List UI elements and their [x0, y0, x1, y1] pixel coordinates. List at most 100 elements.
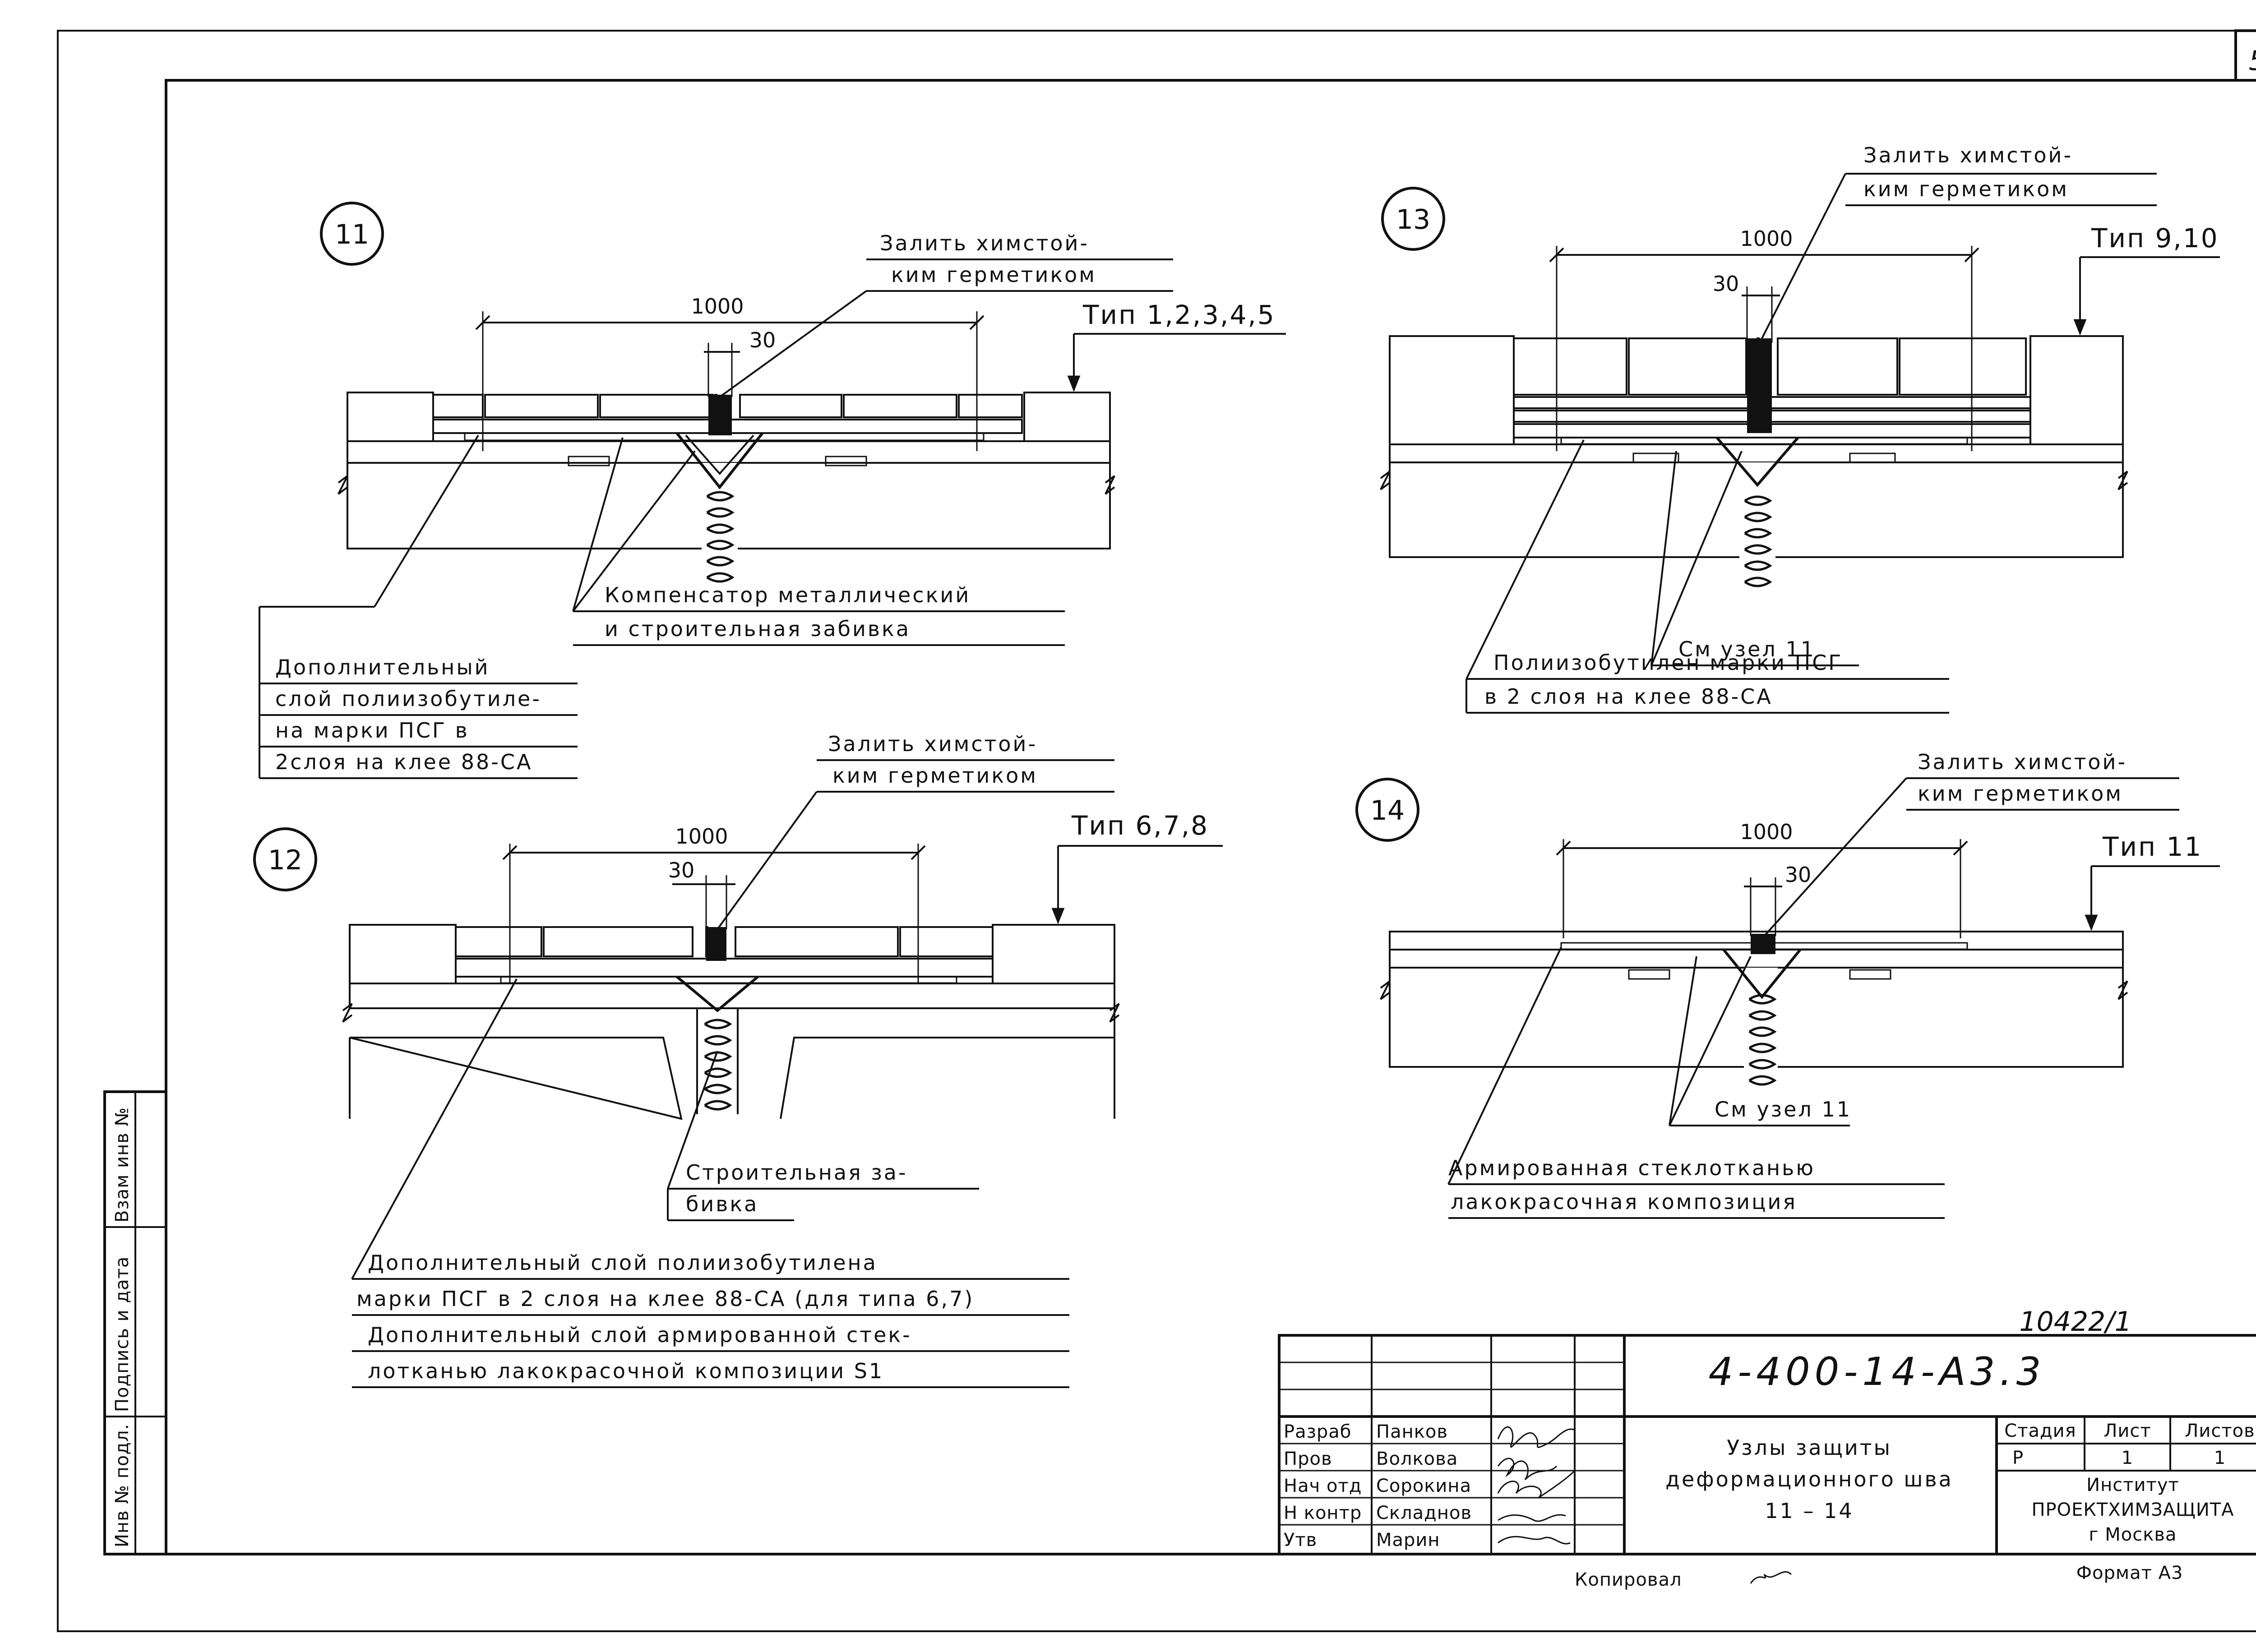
sheet-header: Лист — [2103, 1421, 2151, 1441]
title-line-3: 11 – 14 — [1765, 1499, 1854, 1523]
sheets-value: 1 — [2214, 1448, 2226, 1468]
node-12-sealant-note-1: Залить химстой- — [828, 732, 1037, 756]
outer-border — [57, 30, 2256, 1632]
node-14-dim-joint: 30 — [1785, 863, 1812, 887]
node-12-insulation-left — [349, 924, 457, 984]
node-11-sealant-note-1: Залить химстой- — [880, 231, 1089, 255]
node-12-compensator — [676, 975, 759, 1012]
node-12-layer-note-1: Дополнительный слой полиизобутилена — [368, 1251, 878, 1275]
node-13-number: 13 — [1396, 204, 1430, 235]
node-13-ref-note: См узел 11 — [1678, 637, 1816, 661]
node-12-dim-total: 1000 — [675, 824, 728, 849]
org-line-2: ПРОЕКТХИМЗАЩИТА — [2031, 1500, 2234, 1520]
node-14-compensator — [1722, 949, 1802, 999]
node-12-slab — [349, 1007, 1115, 1120]
name-4: Складнов — [1376, 1503, 1472, 1523]
node-11-number: 11 — [335, 219, 369, 250]
node-13-type: Тип 9,10 — [2091, 223, 2219, 254]
node-11-sealant — [708, 395, 732, 435]
node-11-sealant-note-2: ким герметиком — [891, 263, 1096, 287]
node-13-dim-joint: 30 — [1713, 272, 1739, 296]
drawing-code: 4-400-14-А3.3 — [1709, 1349, 2046, 1394]
node-12-type: Тип 6,7,8 — [1071, 810, 1209, 841]
stage-header: Стадия — [2004, 1421, 2076, 1441]
node-11-type: Тип 1,2,3,4,5 — [1082, 300, 1276, 330]
node-13-insulation-left — [1389, 335, 1515, 445]
node-13-layer-note-2: в 2 слоя на клее 88-СА — [1484, 684, 1773, 709]
node-12-layer-note-3: Дополнительный слой армированной стек- — [368, 1323, 912, 1347]
node-12-layer-note-4: лотканью лакокрасочной композиции S1 — [368, 1359, 884, 1383]
node-13-layer-note-1: Полиизобутилен марки ПСГ — [1493, 651, 1843, 675]
role-5: Утв — [1284, 1530, 1317, 1550]
archive-number: 10422/1 — [2019, 1306, 2131, 1338]
node-14-sealant — [1751, 934, 1775, 954]
node-11: 11 1000 30 — [259, 202, 1286, 779]
format-label: Формат А3 — [2076, 1563, 2183, 1583]
node-14-marker — [1355, 778, 1419, 842]
node-11-layer-note-1: Дополнительный — [275, 655, 490, 679]
org-line-1: Институт — [2086, 1475, 2179, 1495]
title-line-2: деформационного шва — [1665, 1467, 1953, 1491]
sheet-value: 1 — [2122, 1448, 2133, 1468]
node-12-sealant — [706, 927, 726, 961]
name-5: Марин — [1376, 1530, 1440, 1550]
node-12-filler-note-2: бивка — [686, 1192, 758, 1216]
node-12-number: 12 — [268, 844, 302, 876]
node-13-sealant-note-2: ким герметиком — [1863, 177, 2069, 201]
node-12-dim-joint: 30 — [668, 858, 695, 882]
node-14-ref-note: См узел 11 — [1715, 1097, 1852, 1121]
node-14: 14 1000 30 Тип 11 Залить химстой- ким ге… — [1355, 750, 2220, 1219]
role-1: Разраб — [1284, 1421, 1351, 1442]
sheets-header: Листов — [2185, 1421, 2255, 1441]
node-14-dim-total: 1000 — [1740, 820, 1793, 844]
org-line-3: г Москва — [2089, 1524, 2177, 1545]
node-12: 12 1000 30 Тип 6,7,8 Залить хи — [253, 732, 1223, 1388]
node-12-screed — [349, 983, 1115, 1009]
name-2: Волкова — [1376, 1449, 1458, 1469]
sheet-number: 52 — [2249, 45, 2256, 77]
node-11-layer-note-3: на марки ПСГ в — [275, 718, 469, 743]
signatures — [1497, 1426, 1576, 1545]
node-14-layer-note-1: Армированная стеклотканью — [1448, 1156, 1815, 1180]
node-11-compensator — [675, 432, 764, 489]
node-13: 13 1000 30 Тип 9,10 З — [1380, 143, 2220, 714]
title-block: 10422/1 4-400-14-А3.3 Разраб Пров Нач от… — [1278, 1306, 2256, 1590]
node-12-marker — [253, 827, 317, 891]
node-11-dim-total: 1000 — [691, 294, 744, 318]
node-14-sealant-note-1: Залить химстой- — [1918, 750, 2127, 774]
side-stamp: Инв № подл. Подпись и дата Взам инв № — [103, 1090, 167, 1555]
node-11-marker — [320, 202, 384, 266]
node-14-layer-note-2: лакокрасочная композиция — [1451, 1190, 1797, 1214]
node-11-insulation-left — [347, 392, 434, 442]
role-2: Пров — [1284, 1449, 1332, 1469]
role-4: Н контр — [1284, 1503, 1362, 1523]
name-3: Сорокина — [1376, 1476, 1471, 1496]
copied-label: Копировал — [1575, 1569, 1682, 1590]
stamp-signature-label: Подпись и дата — [112, 1256, 133, 1412]
role-3: Нач отд — [1284, 1476, 1362, 1496]
node-13-dim-total: 1000 — [1740, 226, 1793, 251]
node-13-screed — [1389, 443, 2124, 463]
node-11-compensator-note-1: Компенсатор металлический — [605, 583, 971, 607]
name-1: Панков — [1376, 1421, 1448, 1442]
stage-value: Р — [2012, 1448, 2024, 1468]
node-12-sealant-note-2: ким герметиком — [832, 763, 1038, 788]
stamp-replace-label: Взам инв № — [112, 1107, 133, 1223]
node-12-filler-note-1: Строительная за- — [686, 1160, 908, 1185]
node-11-screed — [347, 440, 1111, 464]
node-11-layer-note-4: 2слоя на клее 88-СА — [275, 750, 532, 774]
title-line-1: Узлы защиты — [1727, 1435, 1892, 1460]
node-14-sealant-note-2: ким герметиком — [1918, 781, 2123, 806]
node-12-layer-note-2: марки ПСГ в 2 слоя на клее 88-СА (для ти… — [356, 1287, 974, 1311]
node-13-insulation-right — [2029, 335, 2124, 445]
node-12-insulation-right — [992, 924, 1115, 984]
node-11-insulation-right — [1023, 392, 1111, 442]
node-11-layer-note-2: слой полиизобутиле- — [275, 687, 541, 711]
node-13-marker — [1381, 187, 1445, 251]
node-11-compensator-note-2: и строительная забивка — [605, 617, 911, 641]
node-11-dim-joint: 30 — [749, 328, 776, 352]
node-13-sealant — [1747, 338, 1772, 433]
node-14-number: 14 — [1370, 795, 1405, 826]
node-13-compensator — [1715, 437, 1799, 487]
